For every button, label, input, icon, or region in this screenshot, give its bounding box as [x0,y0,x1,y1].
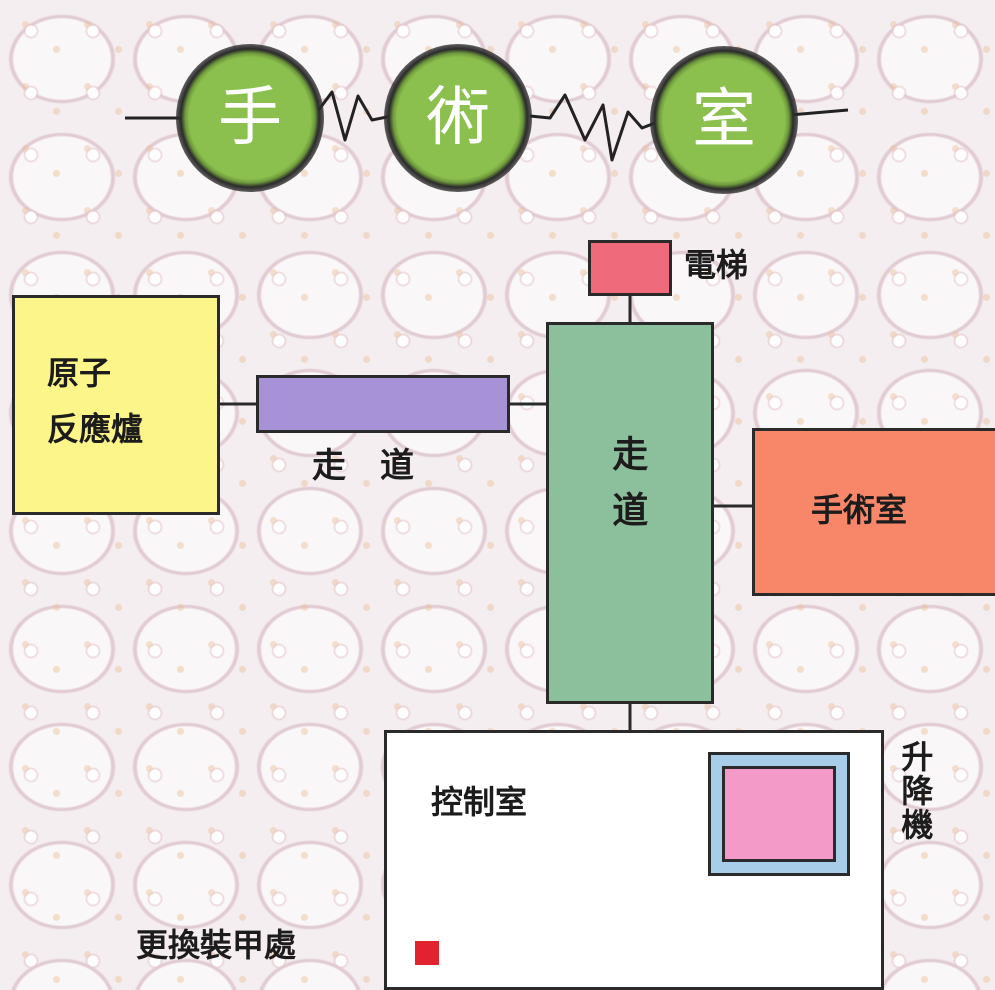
horizontal-corridor[interactable] [256,375,510,433]
lift-platform[interactable] [722,766,836,862]
elevator-label: 電梯 [684,246,749,284]
elevator-room[interactable] [588,240,672,296]
vertical-corridor-label: 走道 [606,435,648,547]
horizontal-corridor-label: 走 道 [312,446,414,486]
title-circle-2: 術 [384,44,532,192]
reactor-label-line1: 原子 [47,354,112,392]
reactor-label-line2: 反應爐 [47,410,144,448]
title-char-2: 術 [426,81,490,155]
title-circle-1: 手 [176,44,324,192]
armor-change-marker[interactable] [415,941,439,965]
reactor-room[interactable]: 原子 反應爐 [12,295,220,515]
armor-change-label: 更換裝甲處 [136,926,297,964]
title-circle-3: 室 [650,46,798,194]
title-char-1: 手 [218,81,282,155]
title-squiggle-line [125,90,849,162]
vertical-corridor[interactable]: 走道 [546,322,714,704]
control-room-label: 控制室 [431,783,528,821]
surgery-room[interactable]: 手術室 [752,428,995,596]
surgery-room-label: 手術室 [811,491,908,529]
lift-label: 升降機 [896,740,935,842]
title-char-3: 室 [692,83,756,157]
